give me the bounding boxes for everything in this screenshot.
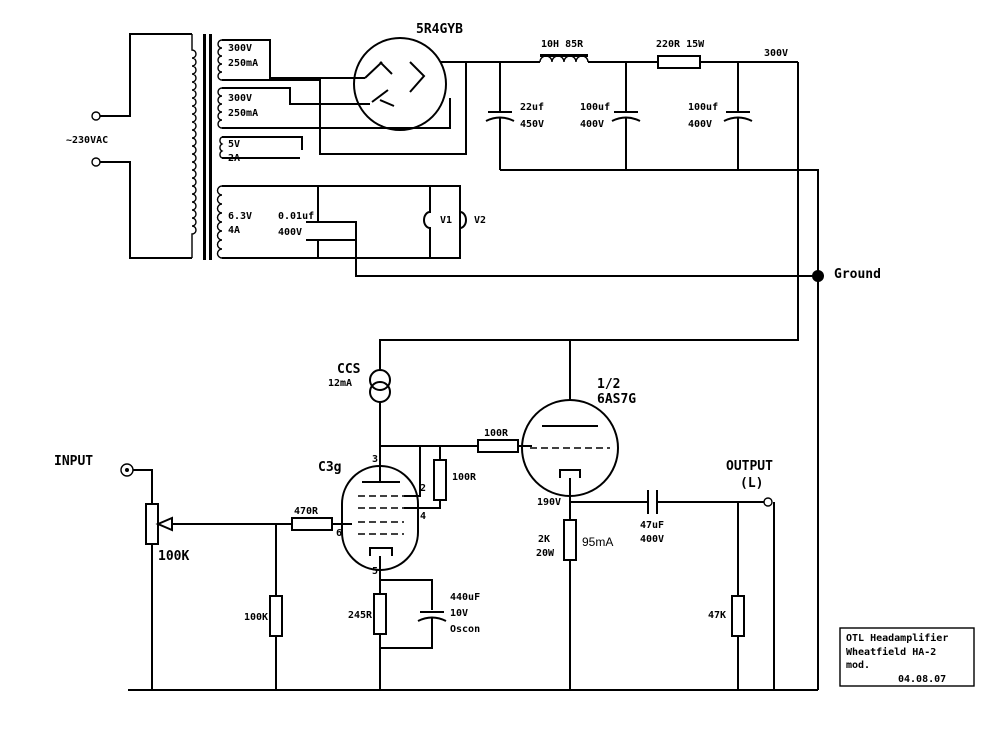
mains-input: ~230VAC: [66, 33, 192, 259]
output-cathode-resistor-value: 2K: [538, 534, 550, 545]
output-cap-value: 47uF: [640, 520, 664, 531]
mains-terminal-top: [91, 111, 101, 121]
rectifier-tube: 5R4GYB: [353, 22, 466, 131]
output-cathode-voltage: 190V: [537, 497, 561, 508]
title-line-1: OTL Headamplifier: [846, 632, 948, 644]
output-cathode-current: 95mA: [582, 535, 613, 549]
screen-resistor: [433, 459, 447, 501]
input-section: INPUT 100K 470R 100K: [54, 454, 352, 690]
output-tube-label-2: 6AS7G: [597, 392, 636, 407]
cathode-resistor-label: 245R: [348, 610, 373, 621]
title-date: 04.08.07: [898, 674, 946, 685]
grid-resistor: [291, 517, 333, 531]
psu-filter: 10H 85R 220R 15W 300V 22uf 450V 100uf 40…: [379, 39, 819, 690]
c3g-label: C3g: [318, 460, 341, 475]
cathode-cap-value: 440uF: [450, 592, 480, 603]
mains-label: ~230VAC: [66, 135, 108, 146]
heater-cap-voltage: 400V: [278, 227, 302, 238]
c3g-tube: 3 2 4 6 5 C3g: [318, 446, 426, 580]
rectifier-label: 5R4GYB: [416, 22, 463, 37]
grid-resistor-label: 470R: [294, 506, 319, 517]
sec2-current: 250mA: [228, 108, 258, 119]
title-block: OTL Headamplifier Wheatfield HA-2 mod. 0…: [839, 627, 975, 687]
screen-resistor-label: 100R: [452, 472, 477, 483]
filter-resistor-label: 220R 15W: [656, 39, 705, 50]
cathode-resistor: [373, 593, 387, 635]
c3g-pin5: 5: [372, 566, 378, 577]
ground-label: Ground: [834, 267, 881, 282]
ccs-current: 12mA: [328, 378, 352, 389]
heater-circuit: 0.01uf 400V V1 V2: [222, 185, 818, 277]
heater-cap-value: 0.01uf: [278, 211, 314, 222]
sec1-voltage: 300V: [228, 43, 252, 54]
output-grid-resistor-label: 100R: [484, 428, 509, 439]
cap3: [723, 62, 753, 170]
output-section: 47uF 400V 47K OUTPUT (L): [570, 459, 775, 690]
cathode-cap-voltage: 10V: [450, 608, 468, 619]
ground-node: [812, 270, 824, 282]
power-transformer: 300V 250mA 300V 250mA 5V 2A 6.3V 4A: [191, 34, 258, 260]
output-cathode-resistor-power: 20W: [536, 548, 555, 559]
heater-v1: V1: [440, 215, 452, 226]
cap3-voltage: 400V: [688, 119, 712, 130]
output-cap-voltage: 400V: [640, 534, 664, 545]
choke-label: 10H 85R: [541, 39, 584, 50]
heater-v2: V2: [474, 215, 486, 226]
cap3-value: 100uf: [688, 102, 718, 113]
rail-voltage: 300V: [764, 48, 788, 59]
pot-label: 100K: [158, 549, 189, 564]
output-load-resistor: [731, 595, 745, 637]
input-label: INPUT: [54, 454, 93, 469]
c3g-screen-network: 100R: [380, 445, 478, 509]
heater-current: 4A: [228, 225, 240, 236]
ccs-label: CCS: [337, 362, 361, 377]
shunt-resistor-label: 100K: [244, 612, 268, 623]
output-load-resistor-label: 47K: [708, 610, 726, 621]
sec3-voltage: 5V: [228, 139, 240, 150]
sec2-voltage: 300V: [228, 93, 252, 104]
output-jack: [763, 497, 773, 507]
sec1-current: 250mA: [228, 58, 258, 69]
c3g-pin6: 6: [336, 528, 342, 539]
cap1-value: 22uf: [520, 102, 544, 113]
shunt-resistor: [269, 595, 283, 637]
secondary-wiring: [222, 39, 467, 159]
output-label: OUTPUT: [726, 459, 773, 474]
cathode-cap-type: Oscon: [450, 624, 480, 635]
choke-coil: [539, 55, 589, 63]
c3g-pin4: 4: [420, 511, 426, 522]
mains-terminal-bottom: [91, 157, 101, 167]
c3g-cathode-network: 245R 440uF 10V Oscon: [348, 579, 480, 690]
title-line-2: Wheatfield HA-2: [846, 646, 936, 658]
output-grid-resistor: [477, 439, 519, 453]
output-channel: (L): [740, 476, 763, 491]
cap2-value: 100uf: [580, 102, 610, 113]
title-line-3: mod.: [846, 660, 870, 671]
c3g-pin2: 2: [420, 483, 426, 494]
filter-resistor: [657, 55, 701, 69]
output-tube-label-1: 1/2: [597, 377, 620, 392]
cap2-voltage: 400V: [580, 119, 604, 130]
ccs-source: CCS 12mA: [328, 362, 391, 446]
cap2: [611, 62, 641, 170]
cap1-voltage: 450V: [520, 119, 544, 130]
cap1: [485, 62, 515, 170]
heater-voltage: 6.3V: [228, 211, 252, 222]
output-tube: 100R 1/2 6AS7G 190V 2K 20W 95mA: [477, 340, 636, 690]
c3g-pin3: 3: [372, 454, 378, 465]
output-cathode-resistor: [563, 519, 577, 561]
